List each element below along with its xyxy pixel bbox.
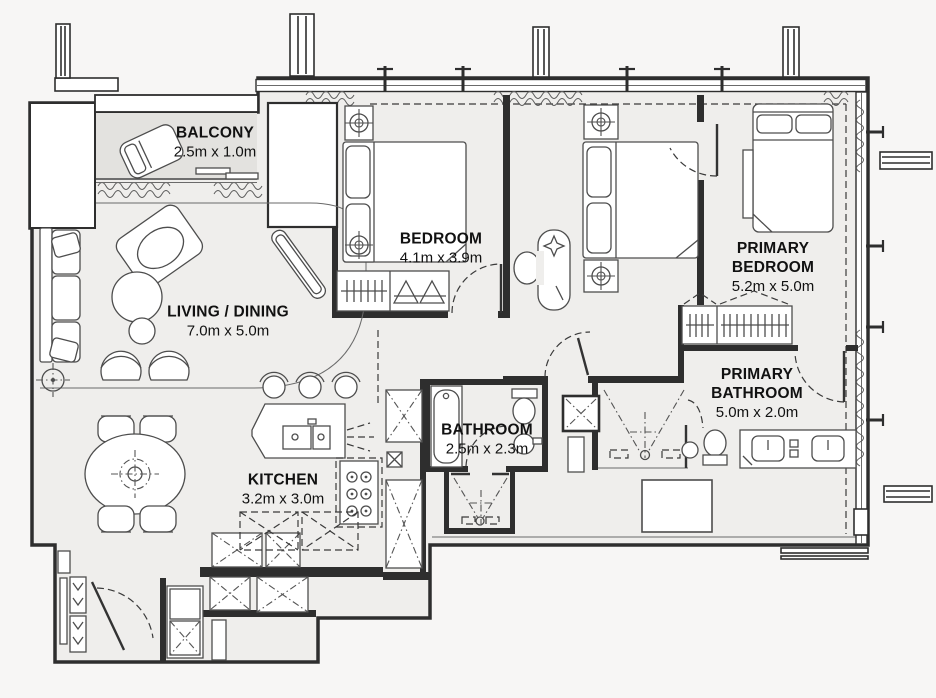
mullion-ticks-top [377, 66, 730, 92]
balcony-chair-icon [119, 124, 184, 179]
facade-details [54, 13, 933, 560]
closet-column [266, 101, 339, 229]
island-icon [251, 403, 374, 459]
entry-closet-icon [69, 576, 87, 653]
wardrobe-icon [336, 270, 450, 312]
balcony-area [96, 113, 259, 183]
duct-icon [567, 436, 585, 473]
sofa-icon [39, 227, 81, 363]
bed-icon [742, 103, 834, 233]
side-table-icon [128, 317, 156, 345]
sliding-door-icon [195, 167, 231, 175]
stove-icon [335, 457, 383, 528]
sink-icon [282, 425, 312, 450]
bench-icon [641, 479, 713, 533]
second-bedroom-area [513, 104, 699, 378]
toilet-icon [511, 388, 538, 425]
door-swing [669, 147, 718, 177]
console-table-icon [271, 229, 327, 299]
kitchen-area [211, 371, 423, 569]
primary-bathroom-area [598, 351, 857, 469]
interior-walls [160, 95, 858, 662]
nightstand-icon [742, 149, 754, 219]
primary-bedroom-area [669, 103, 834, 345]
door-swing [794, 352, 845, 403]
double-vanity-icon [739, 429, 857, 469]
pedestal-sink-icon [681, 441, 699, 459]
base-cabinets-icon [211, 511, 359, 568]
coffee-table-icon [111, 271, 163, 323]
armchair-icon [115, 204, 204, 288]
ledge-top-left [54, 77, 119, 92]
door-swing [544, 331, 591, 378]
desk-icon [513, 229, 571, 311]
door-swing [96, 587, 154, 639]
bedroom-area [336, 105, 503, 314]
wardrobe-icon [681, 290, 793, 345]
bar-stools-icon [259, 371, 361, 399]
tall-cabinets-icon [385, 389, 423, 569]
corridor-area [561, 394, 713, 533]
hall-cabinets-icon [166, 576, 309, 661]
bathroom-area [430, 385, 543, 526]
entry-door-leaf [90, 581, 126, 651]
accent-chairs-icon [100, 350, 190, 381]
ledge-bottom-right [780, 508, 869, 560]
living-dining-area [36, 202, 367, 533]
dining-set-icon [84, 415, 186, 533]
balcony-parapet [94, 94, 259, 113]
bed-icon [342, 105, 467, 263]
floor-lamp-icon [36, 363, 70, 397]
decor-star-icon [542, 234, 566, 258]
entry-area [57, 550, 309, 661]
fin-icon [55, 13, 800, 79]
fin-icon-right [879, 151, 933, 503]
sink-icon [513, 433, 543, 455]
door-swing [451, 263, 502, 314]
structural-pier [29, 102, 96, 229]
toilet-icon [681, 429, 728, 466]
mullion-ticks-right [866, 126, 885, 426]
door-swing [465, 425, 509, 467]
shower-icon [451, 472, 509, 526]
bathtub-icon [430, 385, 463, 468]
